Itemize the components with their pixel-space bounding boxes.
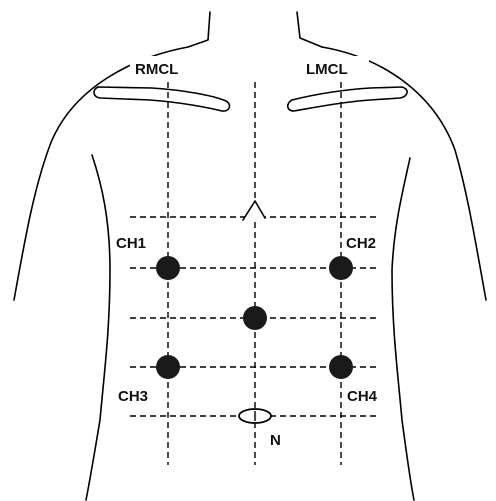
lmcl-label: LMCL [306, 61, 348, 78]
clavicle-right-side [94, 87, 229, 111]
clavicles [94, 87, 407, 111]
ch3-label: CH3 [118, 388, 148, 405]
electrode-ch1 [156, 256, 180, 280]
clavicle-left-side [288, 87, 407, 111]
ch4-label: CH4 [347, 388, 378, 405]
armpit-left [86, 155, 110, 500]
electrode-ch2 [329, 256, 353, 280]
neck-left [188, 12, 210, 47]
electrode-ch4 [329, 355, 353, 379]
labels: RMCL LMCL CH1 CH2 CH3 CH4 N [116, 56, 378, 449]
rmcl-label: RMCL [135, 61, 178, 78]
xiphoid-arrow-marker [243, 201, 265, 220]
neck-right [297, 12, 322, 47]
navel-label: N [270, 432, 281, 449]
armpit-right [392, 158, 414, 500]
body-outline [14, 12, 486, 500]
electrode-ch3 [156, 355, 180, 379]
ch2-label: CH2 [346, 235, 376, 252]
electrode-center [243, 306, 267, 330]
ch1-label: CH1 [116, 235, 146, 252]
